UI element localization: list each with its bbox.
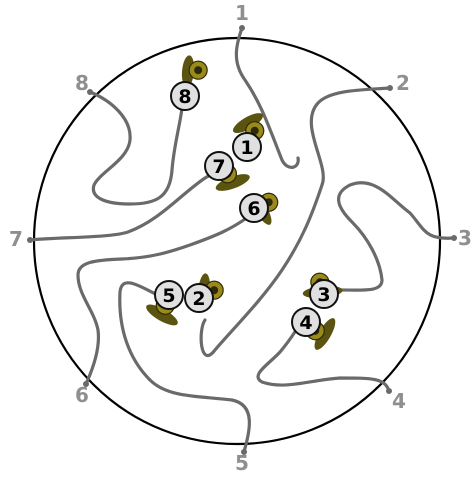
path-gate-7: [30, 174, 222, 240]
snail-badge-label: 8: [178, 86, 191, 108]
gate-label-8: 8: [75, 71, 89, 95]
snail-badge-3[interactable]: 3: [310, 280, 338, 308]
snail-badge-4[interactable]: 4: [292, 308, 320, 336]
gate-label-7: 7: [9, 227, 23, 251]
snail-badge-6[interactable]: 6: [240, 194, 268, 222]
snail-badge-label: 6: [247, 198, 260, 220]
gate-label-3: 3: [458, 226, 472, 250]
gate-label-4: 4: [392, 389, 406, 413]
snail-badge-2[interactable]: 2: [185, 284, 213, 312]
snail-badge-label: 2: [192, 288, 205, 310]
snail-badge-label: 1: [240, 137, 253, 159]
snail-badge-label: 7: [212, 156, 225, 178]
gate-label-2: 2: [396, 71, 410, 95]
snail-badge-label: 5: [162, 285, 175, 307]
snail-badge-1[interactable]: 1: [233, 133, 261, 161]
board-circle: [34, 38, 440, 444]
snail-badge-label: 3: [317, 284, 330, 306]
snail-badge-8[interactable]: 8: [171, 82, 199, 110]
gate-label-1: 1: [235, 1, 249, 25]
snail-badge-5[interactable]: 5: [155, 281, 183, 309]
gate-label-5: 5: [235, 451, 249, 473]
path-gate-5: [120, 283, 250, 452]
snail-badge-7[interactable]: 7: [205, 152, 233, 180]
path-gate-4: [258, 312, 389, 391]
path-gate-8: [90, 92, 182, 204]
snail-badge-label: 4: [299, 312, 312, 334]
